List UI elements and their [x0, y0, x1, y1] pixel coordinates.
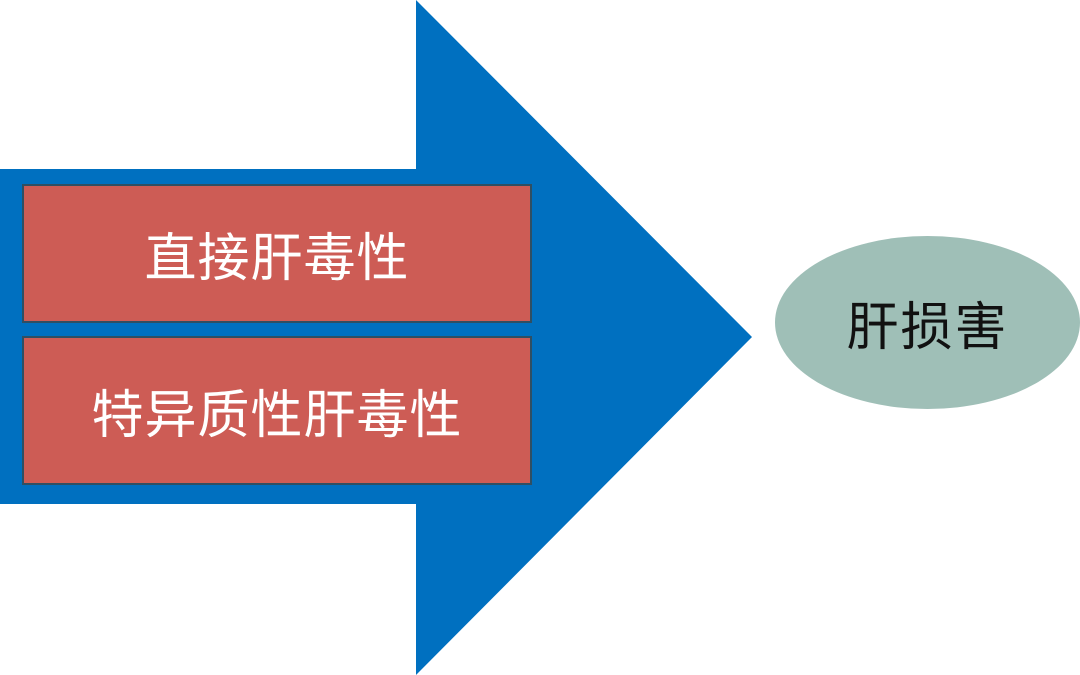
cause-label-idiosyncratic-hepatotoxicity: 特异质性肝毒性 — [91, 386, 463, 446]
cause-label-direct-hepatotoxicity: 直接肝毒性 — [144, 229, 410, 289]
cause-box-idiosyncratic-hepatotoxicity: 特异质性肝毒性 — [22, 336, 532, 485]
cause-box-direct-hepatotoxicity: 直接肝毒性 — [22, 184, 532, 323]
outcome-label-liver-damage: 肝损害 — [846, 298, 1009, 358]
outcome-ellipse-liver-damage: 肝损害 — [775, 236, 1080, 409]
